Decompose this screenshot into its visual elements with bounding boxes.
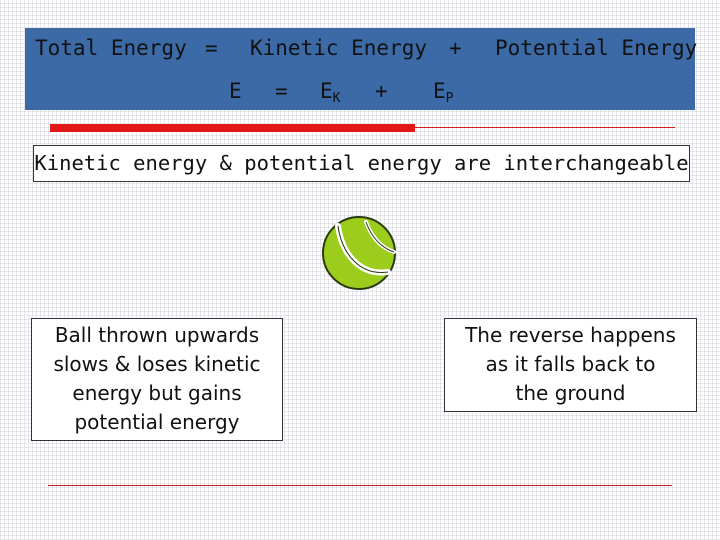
equals-sign-2: = [275, 79, 288, 103]
upward-motion-box: Ball thrown upwards slows & loses kineti… [31, 318, 283, 441]
upward-line-1: Ball thrown upwards [54, 323, 260, 347]
accent-line [415, 127, 675, 128]
headline-text: Kinetic energy & potential energy are in… [34, 151, 689, 175]
plus-sign: + [449, 36, 462, 60]
tennis-ball-icon [322, 216, 396, 290]
headline-box: Kinetic energy & potential energy are in… [33, 145, 690, 182]
upward-line-3: energy but gains [72, 381, 242, 405]
footer-line [48, 485, 672, 486]
potential-symbol: EP [433, 79, 454, 106]
accent-bar [50, 124, 415, 132]
falling-line-1: The reverse happens [465, 323, 676, 347]
falling-motion-box: The reverse happens as it falls back to … [444, 318, 697, 412]
upward-line-2: slows & loses kinetic [53, 352, 261, 376]
potential-energy-label: Potential Energy [495, 36, 698, 60]
upward-line-4: potential energy [74, 410, 240, 434]
kinetic-energy-label: Kinetic Energy [250, 36, 428, 60]
plus-sign-2: + [375, 79, 388, 103]
energy-symbol: E [229, 79, 242, 103]
total-energy-label: Total Energy [35, 36, 187, 60]
falling-line-3: the ground [515, 381, 626, 405]
equation-banner: Total Energy = Kinetic Energy + Potentia… [25, 28, 698, 110]
kinetic-symbol: EK [320, 79, 341, 106]
falling-line-2: as it falls back to [485, 352, 656, 376]
equals-sign: = [205, 36, 218, 60]
